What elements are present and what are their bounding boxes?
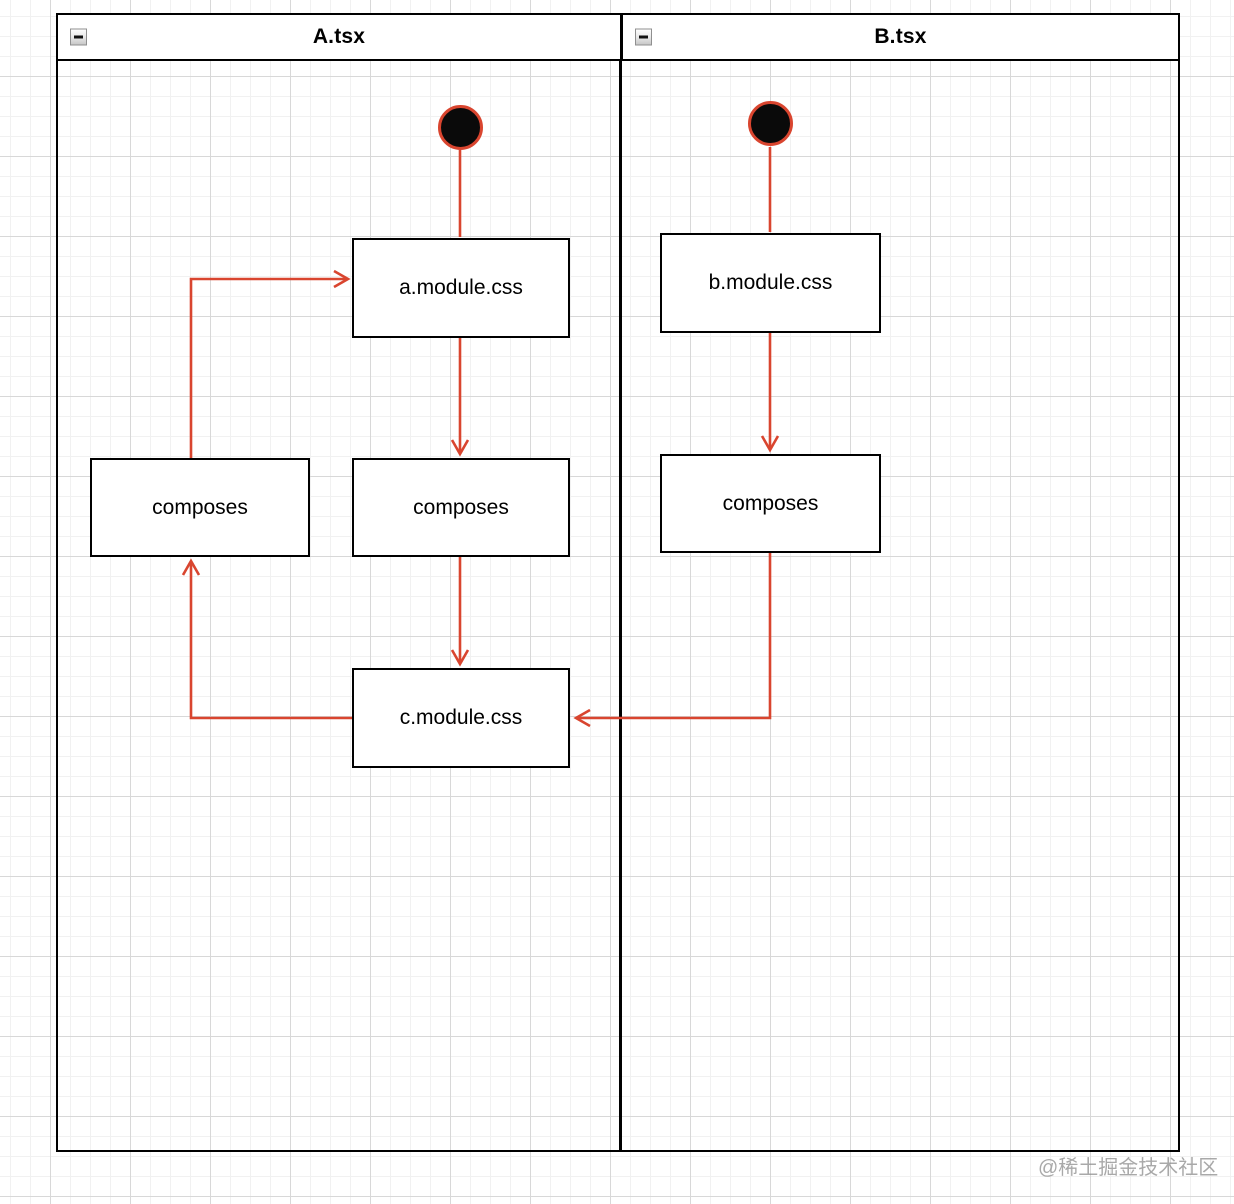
watermark: @稀土掘金技术社区 (1038, 1157, 1219, 1179)
lane-a-title: A.tsx (312, 25, 366, 48)
node-label: a.module.css (399, 276, 523, 299)
node-label: composes (152, 495, 248, 519)
initial-node-a (438, 105, 483, 150)
node-composes-a: composes (352, 458, 570, 557)
node-label: b.module.css (708, 271, 833, 294)
minus-icon (639, 35, 648, 39)
node-a-module-css: a.module.css (352, 238, 570, 338)
lane-b-header: B.tsx (620, 15, 1178, 59)
node-composes-b: composes (660, 454, 881, 553)
collapse-lane-a-button[interactable] (70, 28, 87, 46)
node-composes-left: composes (90, 458, 310, 557)
collapse-lane-b-button[interactable] (635, 28, 652, 46)
swimlane-pool: A.tsx B.tsx (56, 13, 1180, 1152)
lane-a-header: A.tsx (58, 15, 620, 59)
minus-icon (74, 35, 83, 39)
lane-b-title: B.tsx (874, 25, 927, 48)
pool-header: A.tsx B.tsx (58, 15, 1178, 61)
node-label: composes (722, 491, 819, 515)
node-label: c.module.css (399, 706, 523, 729)
lane-divider (619, 61, 622, 1150)
node-b-module-css: b.module.css (660, 233, 881, 333)
initial-node-b (748, 101, 793, 146)
node-label: composes (413, 495, 509, 519)
node-c-module-css: c.module.css (352, 668, 570, 768)
